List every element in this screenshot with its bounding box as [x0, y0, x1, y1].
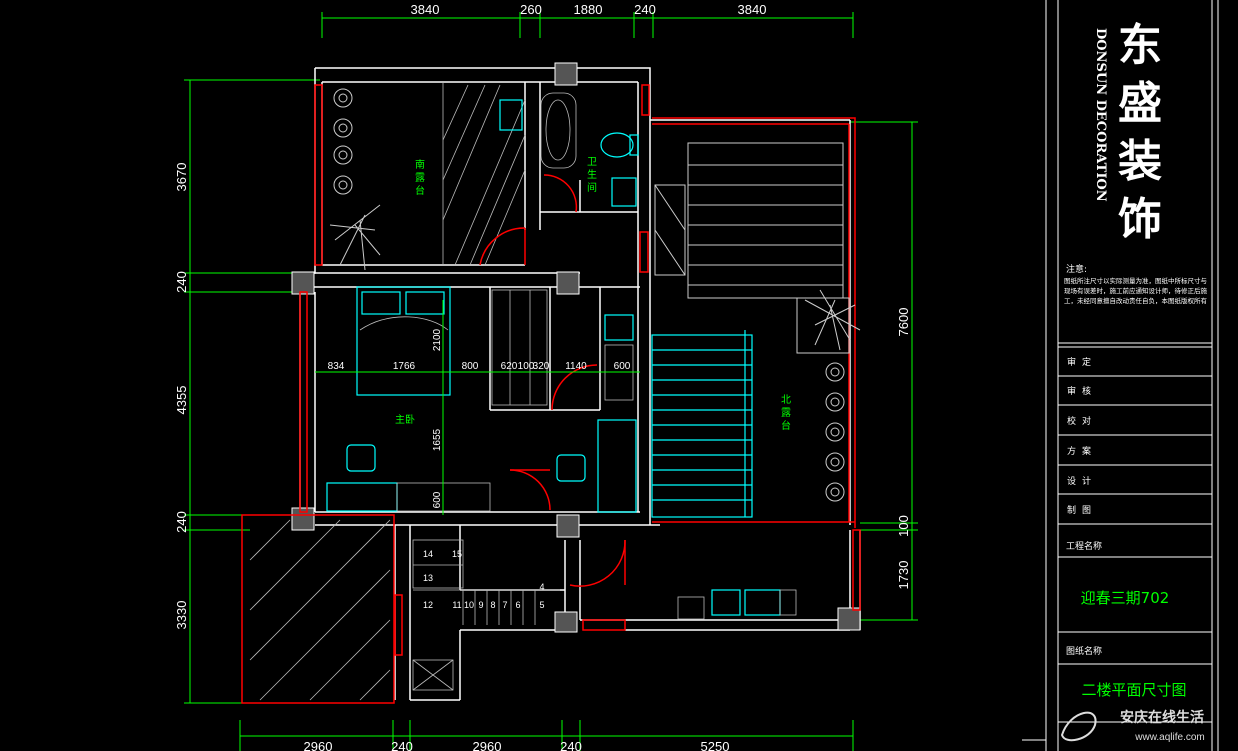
room-bathroom: 卫生间 — [587, 157, 597, 194]
top-dim-4: 240 — [634, 2, 656, 17]
door-swings — [479, 174, 626, 587]
walls — [299, 67, 861, 701]
top-dim-5: 3840 — [738, 2, 767, 17]
watermark-text: 安庆在线生活 — [1120, 709, 1204, 726]
project-name: 迎春三期702 — [1081, 589, 1170, 607]
left-dim-5: 3330 — [174, 601, 189, 630]
row-review: 审核 — [1067, 385, 1097, 397]
inner-dim-834: 834 — [328, 361, 345, 372]
right-dimension-chain: 7600 100 1730 — [850, 121, 918, 621]
row-scheme: 方案 — [1067, 445, 1097, 457]
top-dim-3: 1880 — [574, 2, 603, 17]
inner-dim-320: 320 — [533, 361, 550, 372]
row-design: 设计 — [1067, 475, 1097, 487]
wardrobe — [491, 289, 634, 406]
bottom-dimension-chain: 2960 240 2960 240 5250 — [239, 720, 854, 751]
stair-6: 6 — [515, 600, 520, 610]
inner-dim-600b: 600 — [432, 491, 443, 508]
stair-5: 5 — [539, 600, 544, 610]
brand-english: DONSUN DECORATION — [1093, 28, 1108, 202]
lower-balcony-hatch — [249, 519, 391, 701]
bottom-dim-4: 240 — [560, 739, 582, 751]
stair-numbers: 14 15 13 12 11 10 9 8 7 6 5 4 — [423, 549, 545, 610]
structural-columns — [291, 62, 861, 633]
right-dim-1: 7600 — [896, 308, 911, 337]
room-master-bedroom: 主卧 — [395, 413, 415, 426]
stair-10: 10 — [464, 600, 474, 610]
stair-14: 14 — [423, 549, 433, 559]
left-dim-4: 240 — [174, 511, 189, 533]
row-approve: 审定 — [1067, 356, 1097, 368]
inner-dimension-lines: 834 1766 800 620 100 320 1140 600 2100 1… — [315, 300, 640, 515]
stair-4: 4 — [539, 582, 544, 592]
inner-dim-2100: 2100 — [432, 328, 443, 351]
stair-cyan — [651, 330, 753, 518]
top-dim-1: 3840 — [411, 2, 440, 17]
inner-dim-100: 100 — [518, 361, 535, 372]
drawing-label: 图纸名称 — [1066, 645, 1102, 657]
stair-11: 11 — [452, 600, 461, 610]
top-dimension-chain: 3840 260 1880 240 3840 — [321, 2, 854, 38]
bathroom-fixtures — [499, 92, 639, 207]
left-dim-1: 3670 — [174, 163, 189, 192]
bottom-dim-5: 5250 — [701, 739, 730, 751]
drawing-name: 二楼平面尺寸图 — [1081, 681, 1186, 699]
stair-7: 7 — [502, 600, 507, 610]
bottom-dim-1: 2960 — [304, 739, 333, 751]
left-dimension-chain: 3670 240 4355 240 3330 — [174, 79, 320, 704]
note-text-wrap: 图纸所注尺寸以实际测量为准，图纸中所标尺寸与现场有误差时，施工前应通知设计师，待… — [1064, 277, 1207, 305]
right-dim-3: 1730 — [896, 561, 911, 590]
left-dim-3: 4355 — [174, 386, 189, 415]
stair-9: 9 — [478, 600, 483, 610]
watermark-url: www.aqlife.com — [1134, 732, 1204, 743]
bottom-dim-2: 240 — [391, 739, 413, 751]
title-block-frame — [1022, 0, 1219, 751]
row-check: 校对 — [1067, 415, 1097, 427]
room-north-balcony: 北露台 — [781, 394, 791, 432]
room-south-balcony: 南露台 — [415, 158, 425, 197]
stair-15: 15 — [452, 549, 462, 559]
inner-dim-1655: 1655 — [432, 428, 443, 451]
south-balcony-hatch — [442, 82, 526, 266]
bedroom-chairs — [326, 419, 637, 513]
right-dim-2: 100 — [896, 515, 911, 537]
watermark: 安庆在线生活 www.aqlife.com — [1060, 709, 1205, 743]
inner-dim-1766: 1766 — [393, 361, 416, 372]
brand-chinese: 东盛装饰 — [1118, 20, 1162, 245]
potted-plants — [329, 88, 861, 502]
windows-railings — [241, 84, 861, 704]
inner-dim-600a: 600 — [614, 361, 631, 372]
stair-steps — [412, 539, 560, 691]
inner-dim-1140: 1140 — [565, 361, 587, 372]
bed — [356, 286, 451, 396]
stair-8: 8 — [490, 600, 495, 610]
note-text: 图纸所注尺寸以实际测量为准，图纸中所标尺寸与现场有误差时，施工前应通知设计师，待… — [1064, 277, 1207, 305]
bottom-dim-3: 2960 — [473, 739, 502, 751]
project-label: 工程名称 — [1066, 540, 1102, 552]
north-deck-slats — [654, 142, 844, 299]
inner-dim-800: 800 — [462, 361, 479, 372]
laundry-fixtures — [677, 589, 797, 620]
note-label: 注意: — [1066, 263, 1087, 275]
left-dim-2: 240 — [174, 271, 189, 293]
watermark-logo — [1060, 711, 1097, 742]
top-dim-2: 260 — [520, 2, 542, 17]
row-draw: 制图 — [1067, 504, 1097, 516]
stair-13: 13 — [423, 573, 433, 583]
stair-12: 12 — [423, 600, 433, 610]
inner-dim-620: 620 — [501, 361, 518, 372]
